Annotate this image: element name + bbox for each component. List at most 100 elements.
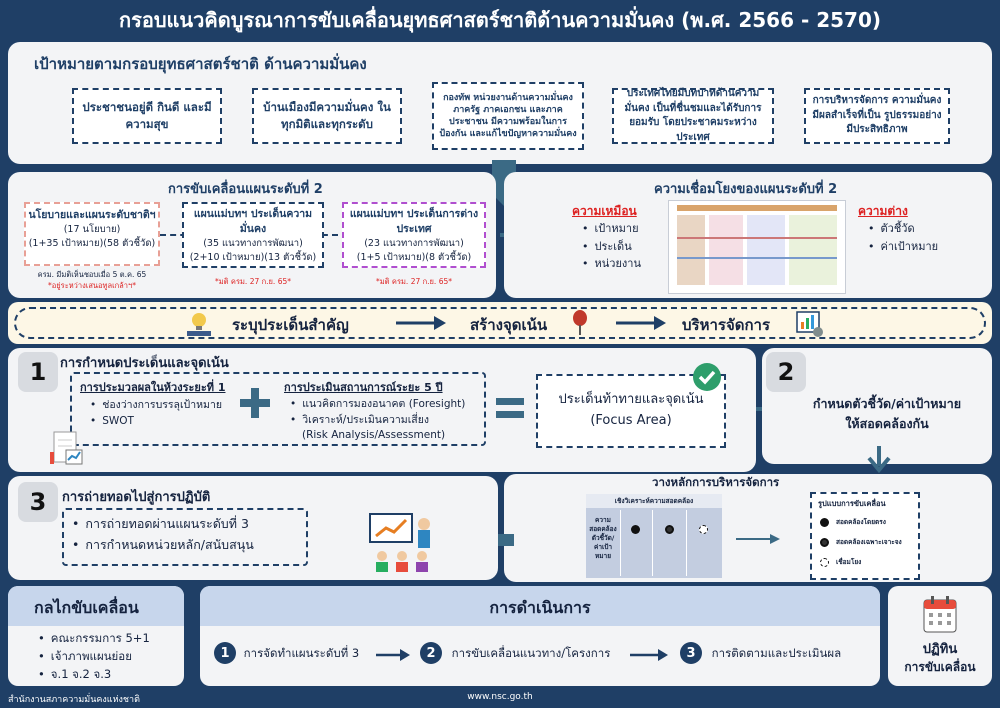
mechanism-item: คณะกรรมการ 5+1 [38,630,150,648]
plan3-line1: (23 แนวทางการพัฒนา) [364,238,464,250]
flow-strip: ระบุประเด็นสำคัญ สร้างจุดเน้น บริหารจัดก… [8,302,992,344]
ops-step-2: 2 การขับเคลื่อนแนวทาง/โครงการ [420,642,610,664]
dot-specific [665,525,674,534]
step3-item: การถ่ายทอดผ่านแผนระดับที่ 3 [72,514,254,535]
step1-a-item: ช่องว่างการบรรลุเป้าหมาย [90,397,222,413]
flow-step-2: สร้างจุดเน้น [470,316,548,334]
step2-line1: กำหนดตัวชี้วัด/ค่าเป้าหมาย [812,396,962,411]
page-title: กรอบแนวคิดบูรณาการขับเคลื่อนยุทธศาสตร์ชา… [118,8,882,32]
plan3-title: แผนแม่บทฯ ประเด็นการต่างประเทศ [349,208,479,236]
dot-linked [699,525,708,534]
ops-step-number: 3 [680,642,702,664]
operations-heading-bar [200,586,880,626]
operations-heading: การดำเนินการ [489,598,591,617]
mgmt-panel: วางหลักการบริหารจัดการ เชิงวิเคราะห์ความ… [504,474,992,582]
step1-a-item: SWOT [90,413,222,429]
mechanism-heading-bar [8,586,184,626]
same-item: หน่วยงาน [582,255,641,273]
step3-number: 3 [18,482,58,522]
mechanism-heading: กลไกขับเคลื่อน [34,598,139,617]
step1-analysis-box [70,372,486,446]
step2-panel: 2 กำหนดตัวชี้วัด/ค่าเป้าหมาย ให้สอดคล้อง… [762,348,992,464]
ops-step-label: การจัดทำแผนระดับที่ 3 [243,645,360,660]
flow-dashed-border [14,307,986,339]
plus-icon [240,388,270,418]
footer-org: สำนักงานสภาความมั่นคงแห่งชาติ [8,695,140,705]
plan3-line2: (1+5 เป้าหมาย)(8 ตัวชี้วัด) [356,252,472,264]
step1-a-title: การประมวลผลในห้วงระยะที่ 1 [80,381,226,394]
equals-icon [496,398,524,418]
operations-panel: การดำเนินการ 1 การจัดทำแผนระดับที่ 3 2 ก… [200,586,880,686]
down-arrow-icon [867,446,891,474]
plan1-line2: (1+35 เป้าหมาย)(58 ตัวชี้วัด) [28,237,156,249]
goal-5: การบริหารจัดการ ความมั่นคงมีผลสำเร็จที่เ… [804,88,950,144]
mechanism-list: คณะกรรมการ 5+1 เจ้าภาพแผนย่อย จ.1 จ.2 จ.… [38,630,150,683]
calendar-icon [923,596,957,633]
presentation-icon [369,513,430,572]
ops-step-label: การติดตามและประเมินผล [711,645,842,660]
plan2-box: แผนแม่บทฯ ประเด็นความมั่นคง (35 แนวทางกา… [182,202,324,268]
step3-list: การถ่ายทอดผ่านแผนระดับที่ 3 การกำหนดหน่ว… [72,514,254,556]
link-panel: ความเชื่อมโยงของแผนระดับที่ 2 ความเหมือน… [504,172,992,298]
focus-area-line2: (Focus Area) [590,412,672,428]
check-circle-icon [693,363,721,391]
clipboard-chart-icon [50,431,83,465]
lightbulb-icon [187,313,211,336]
calendar-line1: ปฏิทิน [922,642,958,657]
footer-url[interactable]: www.nsc.go.th [467,692,533,702]
plan1-title: นโยบายและแผนระดับชาติฯ [28,209,156,221]
plan1-box: นโยบายและแผนระดับชาติฯ (17 นโยบาย) (1+35… [24,202,160,266]
mechanism-item: เจ้าภาพแผนย่อย [38,648,150,666]
step1-b-item: วิเคราะห์/ประเมินความเสี่ยง [290,412,465,428]
step1-number: 1 [18,352,58,392]
arrow-right-icon [616,316,666,330]
step1-b-item: แนวคิดการมองอนาคต (Foresight) [290,396,465,412]
plan1-line1: (17 นโยบาย) [63,224,121,236]
step2-line2: ให้สอดคล้องกัน [845,416,929,431]
step2-number: 2 [766,352,806,392]
diff-item: ตัวชี้วัด [868,220,938,238]
mechanism-item: จ.1 จ.2 จ.3 [38,666,150,684]
goals-heading: เป้าหมายตามกรอบยุทธศาสตร์ชาติ ด้านความมั… [34,55,367,73]
plan2-line2: (2+10 เป้าหมาย)(13 ตัวชี้วัด) [189,252,317,264]
pin-icon [573,310,587,335]
ops-step-1: 1 การจัดทำแผนระดับที่ 3 [214,642,359,664]
step1-b-title: การประเมินสถานการณ์ระยะ 5 ปี [284,381,443,394]
arrow-right-icon [376,649,410,661]
focus-area-box: ประเด็นท้าทายและจุดเน้น (Focus Area) [536,374,726,448]
ops-step-number: 2 [420,642,442,664]
ops-step-number: 1 [214,642,236,664]
alignment-table: เชิงวิเคราะห์ความสอดคล้อง ความสอดคล้อง ต… [586,494,722,578]
mgmt-heading: วางหลักการบริหารจัดการ [652,475,780,489]
table-side: ความสอดคล้อง ตัวชี้วัด/ ค่าเป้าหมาย [589,516,617,561]
diff-list: ตัวชี้วัด ค่าเป้าหมาย [868,220,939,255]
plan1-note2: *อยู่ระหว่างเสนอทูลเกล้าฯ* [48,281,136,290]
goal-4: ประเทศไทยมีบทบาทด้านความมั่นคง เป็นที่ชื… [612,88,774,144]
legend-direct: สอดคล้องโดยตรง [836,518,886,526]
flow-step-3: บริหารจัดการ [682,316,771,334]
calendar-line2: การขับเคลื่อน [904,660,976,674]
same-item: ประเด็น [582,238,641,256]
settings-chart-icon [796,311,823,337]
step1-heading: การกำหนดประเด็นและจุดเน้น [60,356,229,371]
level2-panel: การขับเคลื่อนแผนระดับที่ 2 นโยบายและแผนร… [8,172,496,298]
ops-step-label: การขับเคลื่อนแนวทาง/โครงการ [451,645,611,660]
calendar-panel[interactable]: ปฏิทิน การขับเคลื่อน [888,586,992,686]
step3-heading: การถ่ายทอดไปสู่การปฏิบัติ [62,490,211,505]
goals-panel: เป้าหมายตามกรอบยุทธศาสตร์ชาติ ด้านความมั… [8,42,992,164]
link-heading: ความเชื่อมโยงของแผนระดับที่ 2 [654,182,838,197]
plan2-note: *มติ ครม. 27 ก.ย. 65* [214,277,291,286]
step1-panel: 1 การกำหนดประเด็นและจุดเน้น การประมวลผลใ… [8,348,756,472]
diff-title: ความต่าง [858,204,908,218]
goal-3: กองทัพ หน่วยงานด้านความมั่นคง ภาครัฐ ภาค… [432,82,584,150]
step1-b-list: แนวคิดการมองอนาคต (Foresight) วิเคราะห์/… [290,396,465,429]
arrow-right-icon [630,649,668,661]
step1-a-list: ช่องว่างการบรรลุเป้าหมาย SWOT [90,397,222,430]
ops-step-3: 3 การติดตามและประเมินผล [680,642,841,664]
step3-item: การกำหนดหน่วยหลัก/สนับสนุน [72,535,253,556]
plan2-line1: (35 แนวทางการพัฒนา) [203,238,303,250]
legend-title: รูปแบบการขับเคลื่อน [818,499,886,508]
focus-area-line1: ประเด็นท้าทายและจุดเน้น [558,392,704,407]
same-item: เป้าหมาย [582,220,641,238]
table-head: เชิงวิเคราะห์ความสอดคล้อง [586,494,722,508]
